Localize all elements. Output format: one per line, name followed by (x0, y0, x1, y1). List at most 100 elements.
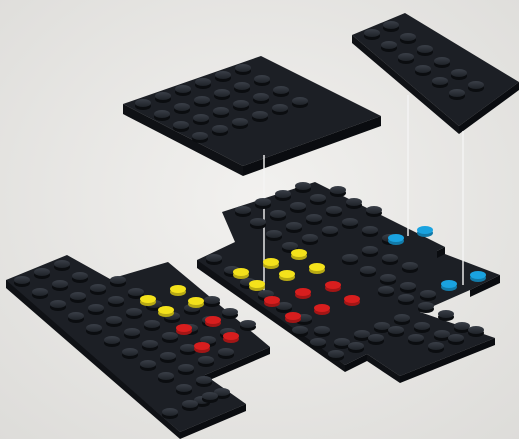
stud (306, 214, 322, 225)
stud (366, 206, 382, 217)
stud (272, 104, 288, 115)
stud (253, 93, 269, 104)
stud (275, 190, 291, 201)
stud (104, 336, 120, 347)
stud (400, 33, 416, 44)
stud-yellow (188, 297, 204, 308)
stud (295, 182, 311, 193)
stud (252, 111, 268, 122)
stud-yellow (279, 270, 295, 281)
stud (215, 71, 231, 82)
stud (235, 206, 251, 217)
stud-blue (388, 234, 404, 245)
stud (32, 288, 48, 299)
stud (364, 29, 380, 40)
stud (198, 356, 214, 367)
stud (342, 218, 358, 229)
stud (438, 310, 454, 321)
stud (292, 326, 308, 337)
stud (334, 338, 350, 349)
stud (234, 82, 250, 93)
stud-yellow (291, 249, 307, 260)
stud (362, 226, 378, 237)
stud (155, 92, 171, 103)
stud-yellow (309, 263, 325, 274)
stud (417, 45, 433, 56)
stud (310, 194, 326, 205)
stud (266, 230, 282, 241)
stud-red (325, 281, 341, 292)
stud (302, 234, 318, 245)
stud (398, 294, 414, 305)
stud (394, 314, 410, 325)
stud (162, 332, 178, 343)
stud (449, 89, 465, 100)
stud (126, 308, 142, 319)
stud (192, 132, 208, 143)
stud (194, 96, 210, 107)
stud (52, 280, 68, 291)
stud (434, 57, 450, 68)
stud (222, 308, 238, 319)
stud (448, 334, 464, 345)
stud (202, 392, 218, 403)
stud (451, 69, 467, 80)
stud (144, 320, 160, 331)
stud (154, 110, 170, 121)
stud (398, 53, 414, 64)
stud (374, 322, 390, 333)
stud (196, 376, 212, 387)
stud-yellow (158, 306, 174, 317)
stud (368, 334, 384, 345)
stud (380, 274, 396, 285)
stud (354, 330, 370, 341)
stud (232, 118, 248, 129)
stud (110, 276, 126, 287)
stud (204, 296, 220, 307)
stud (88, 304, 104, 315)
stud (193, 114, 209, 125)
stud (142, 340, 158, 351)
stud (72, 272, 88, 283)
stud (135, 99, 151, 110)
stud-yellow (263, 258, 279, 269)
stud (218, 348, 234, 359)
stud-yellow (170, 285, 186, 296)
stud (330, 186, 346, 197)
stud (286, 222, 302, 233)
stud (468, 326, 484, 337)
stud (233, 100, 249, 111)
stud (468, 81, 484, 92)
stud (122, 348, 138, 359)
stud (68, 312, 84, 323)
stud (342, 254, 358, 265)
stud-red (314, 304, 330, 315)
stud (182, 400, 198, 411)
stud (360, 266, 376, 277)
stud (273, 86, 289, 97)
stud (212, 125, 228, 136)
stud (415, 65, 431, 76)
stud (214, 89, 230, 100)
stud (428, 342, 444, 353)
stud (254, 75, 270, 86)
stud (414, 322, 430, 333)
stud-red (223, 332, 239, 343)
stud (173, 121, 189, 132)
stud (174, 103, 190, 114)
stud-red (344, 295, 360, 306)
stud (34, 268, 50, 279)
stud (292, 97, 308, 108)
stud (50, 300, 66, 311)
stud (400, 282, 416, 293)
stud (270, 210, 286, 221)
stud-yellow (233, 268, 249, 279)
stud (314, 326, 330, 337)
stud (124, 328, 140, 339)
stud (180, 344, 196, 355)
stud (162, 408, 178, 419)
stud (434, 330, 450, 341)
stud (408, 334, 424, 345)
